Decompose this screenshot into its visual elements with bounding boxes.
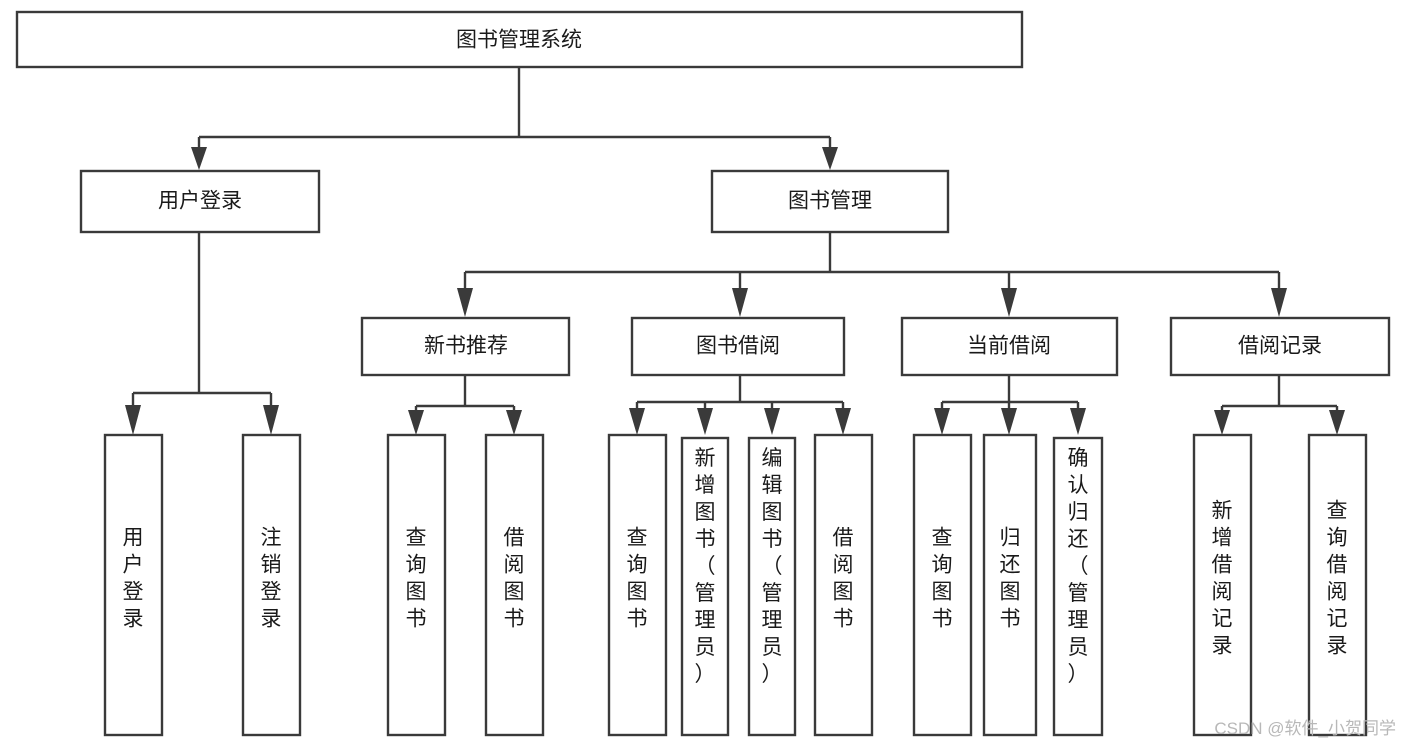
node-leaf-borrow-book-1[interactable]: 借阅图书: [484, 433, 545, 737]
node-user-login-label: 用户登录: [158, 190, 242, 213]
node-book-borrow-box[interactable]: [630, 316, 846, 377]
node-leaf-query-book-1-label: 查询图书: [406, 527, 427, 631]
arrow-head-leaf-user-login: [125, 405, 141, 435]
node-leaf-edit-book-box[interactable]: [747, 436, 797, 737]
node-borrow-record-label: 借阅记录: [1238, 335, 1322, 358]
arrow-head-leaf-query-record: [1329, 410, 1345, 435]
node-leaf-query-record-label: 查询借阅记录: [1327, 500, 1348, 658]
node-root[interactable]: 图书管理系统: [15, 10, 1024, 69]
node-leaf-confirm-return-box[interactable]: [1052, 436, 1104, 737]
node-leaf-add-record-label: 新增借阅记录: [1212, 500, 1233, 658]
node-leaf-user-login[interactable]: 用户登录: [103, 433, 164, 737]
node-new-book-recommend-label: 新书推荐: [424, 335, 508, 358]
node-book-manage-box[interactable]: [710, 169, 950, 234]
node-leaf-query-book-1-box[interactable]: [386, 433, 447, 737]
node-leaf-confirm-return[interactable]: 确认归还（管理员）: [1052, 436, 1104, 737]
node-root-box[interactable]: [15, 10, 1024, 69]
node-borrow-record-box[interactable]: [1169, 316, 1391, 377]
node-leaf-return-book[interactable]: 归还图书: [982, 433, 1038, 737]
watermark-label: CSDN @软件_小贺同学: [1214, 719, 1396, 738]
arrow-head-borrow-record: [1271, 288, 1287, 317]
node-leaf-query-book-2-label: 查询图书: [627, 527, 648, 631]
arrow-head-leaf-edit-book: [764, 408, 780, 435]
node-leaf-edit-book[interactable]: 编辑图书（管理员）: [747, 436, 797, 737]
arrow-head-leaf-query-book-2: [629, 408, 645, 435]
node-leaf-query-book-1[interactable]: 查询图书: [386, 433, 447, 737]
node-leaf-user-login-box[interactable]: [103, 433, 164, 737]
connector-group: [125, 67, 1345, 435]
node-user-login[interactable]: 用户登录: [79, 169, 321, 234]
node-leaf-add-record[interactable]: 新增借阅记录: [1192, 433, 1253, 737]
node-leaf-user-logout-box[interactable]: [241, 433, 302, 737]
arrow-head-leaf-borrow-book-2: [835, 408, 851, 435]
node-leaf-query-book-2[interactable]: 查询图书: [607, 433, 668, 737]
node-leaf-query-book-3-label: 查询图书: [932, 527, 953, 631]
node-leaf-add-record-box[interactable]: [1192, 433, 1253, 737]
node-leaf-query-record-box[interactable]: [1307, 433, 1368, 737]
arrow-head-book-manage: [822, 147, 838, 170]
node-book-borrow-label: 图书借阅: [696, 335, 780, 358]
node-leaf-add-book-box[interactable]: [680, 436, 730, 737]
node-leaf-query-book-3-box[interactable]: [912, 433, 973, 737]
node-borrow-record[interactable]: 借阅记录: [1169, 316, 1391, 377]
node-leaf-query-book-2-box[interactable]: [607, 433, 668, 737]
node-leaf-borrow-book-2-label: 借阅图书: [833, 527, 854, 631]
node-book-borrow[interactable]: 图书借阅: [630, 316, 846, 377]
node-leaf-add-book[interactable]: 新增图书（管理员）: [680, 436, 730, 737]
arrow-head-leaf-user-logout: [263, 405, 279, 435]
arrow-head-leaf-confirm-return: [1070, 408, 1086, 435]
node-leaf-borrow-book-1-box[interactable]: [484, 433, 545, 737]
node-leaf-return-book-box[interactable]: [982, 433, 1038, 737]
node-leaf-borrow-book-1-label: 借阅图书: [504, 527, 525, 631]
arrow-head-new-book-recommend: [457, 288, 473, 317]
node-current-borrow-box[interactable]: [900, 316, 1119, 377]
node-leaf-user-login-label: 用户登录: [123, 527, 144, 631]
node-leaf-user-logout-label: 注销登录: [261, 527, 282, 631]
arrow-head-book-borrow: [732, 288, 748, 317]
node-book-manage-label: 图书管理: [788, 190, 872, 213]
node-leaf-borrow-book-2-box[interactable]: [813, 433, 874, 737]
arrow-head-user-login: [191, 147, 207, 170]
arrow-head-leaf-add-book: [697, 408, 713, 435]
arrow-head-leaf-return-book: [1001, 408, 1017, 435]
node-leaf-return-book-label: 归还图书: [1000, 527, 1021, 631]
arrow-head-leaf-borrow-book-1: [506, 410, 522, 435]
node-user-login-box[interactable]: [79, 169, 321, 234]
node-leaf-borrow-book-2[interactable]: 借阅图书: [813, 433, 874, 737]
node-leaf-add-book-label: 新增图书（管理员）: [695, 447, 716, 686]
arrow-head-leaf-add-record: [1214, 410, 1230, 435]
node-leaf-edit-book-label: 编辑图书（管理员）: [762, 447, 783, 686]
node-new-book-recommend-box[interactable]: [360, 316, 571, 377]
node-new-book-recommend[interactable]: 新书推荐: [360, 316, 571, 377]
arrow-head-leaf-query-book-3: [934, 408, 950, 435]
node-leaf-user-logout[interactable]: 注销登录: [241, 433, 302, 737]
arrow-head-leaf-query-book-1: [408, 410, 424, 435]
node-root-label: 图书管理系统: [456, 29, 582, 52]
node-leaf-confirm-return-label: 确认归还（管理员）: [1068, 447, 1089, 686]
node-leaf-query-record[interactable]: 查询借阅记录: [1307, 433, 1368, 737]
arrow-head-current-borrow: [1001, 288, 1017, 317]
node-leaf-query-book-3[interactable]: 查询图书: [912, 433, 973, 737]
node-book-manage[interactable]: 图书管理: [710, 169, 950, 234]
node-current-borrow[interactable]: 当前借阅: [900, 316, 1119, 377]
node-current-borrow-label: 当前借阅: [967, 335, 1051, 358]
